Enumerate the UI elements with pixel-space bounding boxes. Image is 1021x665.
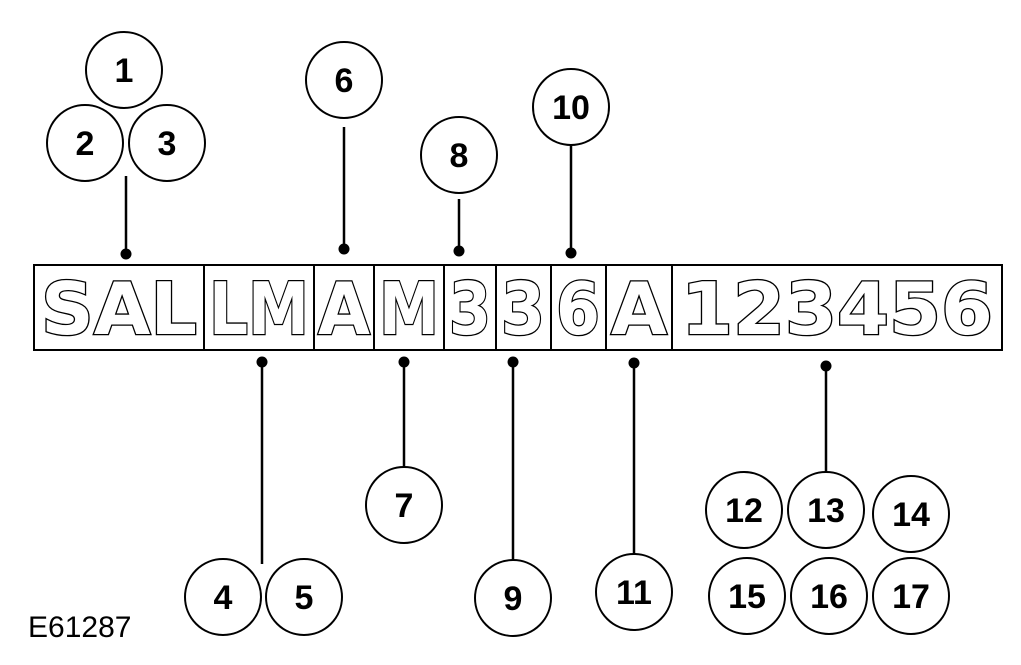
callout-circles xyxy=(46,31,950,637)
leader-dot xyxy=(398,356,410,368)
leader-dot xyxy=(507,356,519,368)
leader-dot xyxy=(256,356,268,368)
callout-label-2: 2 xyxy=(76,125,95,163)
figure-reference: E61287 xyxy=(28,611,131,644)
vin-segment-text: M xyxy=(379,267,439,351)
callout-label-7: 7 xyxy=(395,487,414,525)
callout-circle-8 xyxy=(420,116,498,194)
vin-box-seg-9 xyxy=(671,264,1003,351)
callout-circle-1 xyxy=(85,31,163,109)
callout-circle-13 xyxy=(787,471,865,549)
callout-circle-4 xyxy=(184,558,262,636)
callout-circle-15 xyxy=(708,557,786,635)
callout-label-9: 9 xyxy=(504,580,523,618)
vin-strip xyxy=(33,264,1003,351)
vin-segment-text: SAL xyxy=(41,267,197,351)
vin-segment-text: 123456 xyxy=(681,267,993,351)
callout-circle-12 xyxy=(705,471,783,549)
callout-label-14: 14 xyxy=(892,496,930,534)
callout-label-15: 15 xyxy=(728,578,766,616)
vin-segment-text: 3 xyxy=(449,267,491,351)
callout-label-8: 8 xyxy=(450,137,469,175)
callout-label-1: 1 xyxy=(115,52,134,90)
leader-dot xyxy=(120,248,132,260)
callout-circle-17 xyxy=(872,557,950,635)
leader-dot xyxy=(628,357,640,369)
callout-circle-7 xyxy=(365,466,443,544)
callout-circle-9 xyxy=(474,559,552,637)
callout-label-10: 10 xyxy=(552,89,590,127)
callout-labels: 1 2 3 4 5 6 7 8 9 10 11 12 13 14 15 16 1… xyxy=(76,52,930,618)
callout-circle-11 xyxy=(595,553,673,631)
vin-text: SAL LM A M 3 3 6 A 123456 xyxy=(40,266,995,353)
callout-circle-10 xyxy=(532,68,610,146)
vin-segment-text: LM xyxy=(209,267,309,351)
callout-label-5: 5 xyxy=(295,579,314,617)
callout-label-16: 16 xyxy=(810,578,848,616)
callout-circle-14 xyxy=(872,475,950,553)
callout-label-13: 13 xyxy=(807,492,845,530)
leader-dot xyxy=(453,245,465,257)
callout-label-4: 4 xyxy=(214,579,233,617)
callout-circle-6 xyxy=(305,41,383,119)
leader-dot xyxy=(338,243,350,255)
callout-circle-5 xyxy=(265,558,343,636)
vin-segment-text: A xyxy=(318,267,370,351)
callout-circle-16 xyxy=(790,557,868,635)
callout-label-3: 3 xyxy=(158,125,177,163)
vin-segment-text: 3 xyxy=(501,267,545,351)
callout-circle-2 xyxy=(46,104,124,182)
leader-dots xyxy=(120,243,832,372)
callout-label-12: 12 xyxy=(725,492,763,530)
callout-label-17: 17 xyxy=(892,578,930,616)
callout-label-6: 6 xyxy=(335,62,354,100)
leader-lines xyxy=(124,127,828,564)
vin-segment-text: 6 xyxy=(556,267,600,351)
leader-dot xyxy=(820,360,832,372)
callout-circle-3 xyxy=(128,104,206,182)
leader-dot xyxy=(565,247,577,259)
callout-label-11: 11 xyxy=(616,574,652,612)
vin-segment-text: A xyxy=(611,267,667,351)
